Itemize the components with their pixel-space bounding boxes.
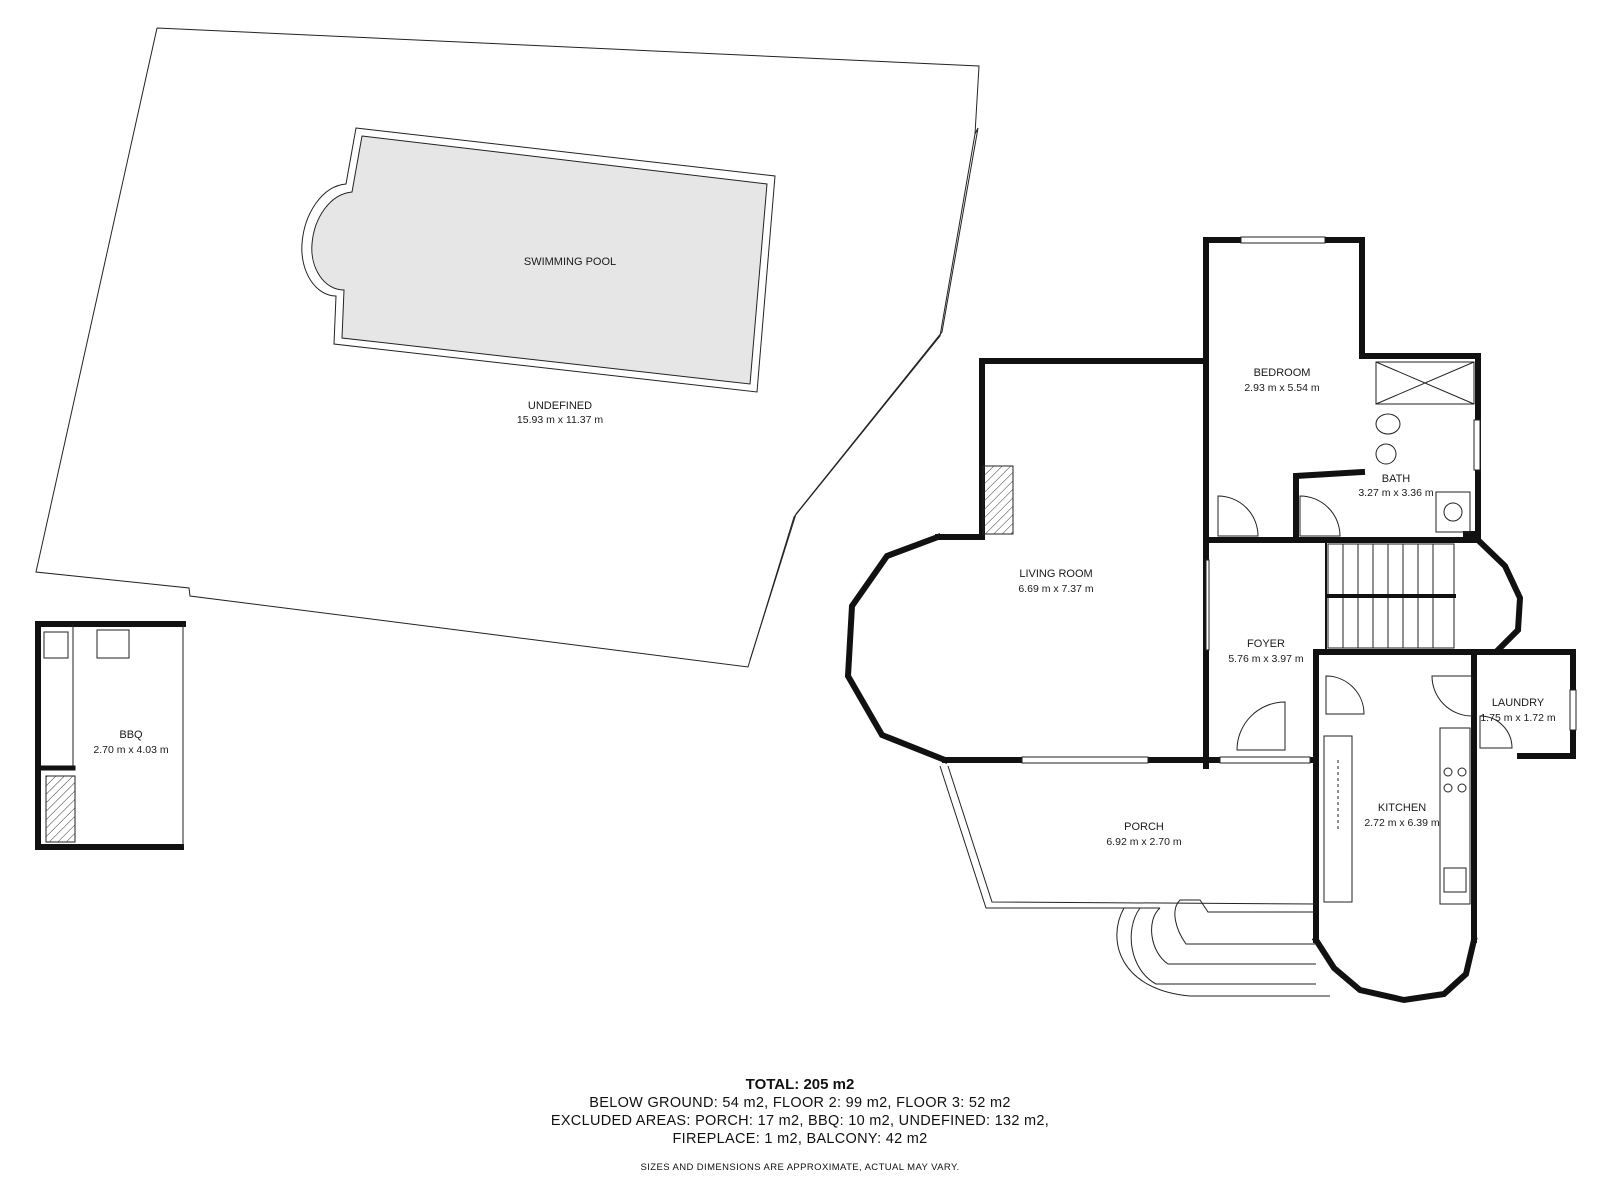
bath-fixtures [1375,361,1475,533]
sink-icon [1375,443,1397,465]
house-walls [844,237,1576,1004]
swimming-pool [301,127,776,393]
undefined-area [35,27,980,668]
dims-porch: 6.92 m x 2.70 m [1106,836,1182,848]
total-area: TOTAL: 205 m2 [745,1076,855,1093]
toilet-icon [1375,413,1401,435]
excluded-areas: EXCLUDED AREAS: PORCH: 17 m2, BBQ: 10 m2… [550,1113,1050,1129]
label-undefined: UNDEFINED [528,400,592,412]
dims-bedroom: 2.93 m x 5.54 m [1244,382,1320,394]
area-summary: TOTAL: 205 m2 BELOW GROUND: 54 m2, FLOOR… [0,1076,1600,1173]
windows [1021,236,1577,764]
porch [939,765,1330,997]
label-living-room: LIVING ROOM [1019,568,1092,580]
excluded-areas-cont: FIREPLACE: 1 m2, BALCONY: 42 m2 [672,1131,928,1147]
bbq-sink [43,631,69,659]
bbq-structure [35,621,186,850]
dims-bath: 3.27 m x 3.36 m [1358,487,1434,499]
dims-living-room: 6.69 m x 7.37 m [1018,583,1094,595]
label-porch: PORCH [1124,821,1164,833]
kitchen-fixtures [1323,727,1471,905]
floor-areas: BELOW GROUND: 54 m2, FLOOR 2: 99 m2, FLO… [589,1095,1011,1111]
doors [1217,495,1513,751]
fireplace [982,465,1014,535]
bbq-counter [96,629,130,659]
disclaimer: SIZES AND DIMENSIONS ARE APPROXIMATE, AC… [640,1162,960,1173]
bbq-grill-hatch [45,775,76,843]
label-bbq: BBQ [119,729,143,741]
stove-icon [1443,767,1453,777]
label-bedroom: BEDROOM [1254,367,1311,379]
dims-kitchen: 2.72 m x 6.39 m [1364,817,1440,829]
room-labels: SWIMMING POOL UNDEFINED 15.93 m x 11.37 … [93,256,1556,848]
stairs [1326,543,1456,649]
label-bath: BATH [1382,473,1411,485]
dims-bbq: 2.70 m x 4.03 m [93,744,169,756]
dims-foyer: 5.76 m x 3.97 m [1228,653,1304,665]
label-foyer: FOYER [1247,638,1285,650]
dims-laundry: 1.75 m x 1.72 m [1480,712,1556,724]
label-swimming-pool: SWIMMING POOL [524,256,616,268]
label-kitchen: KITCHEN [1378,802,1426,814]
label-laundry: LAUNDRY [1492,697,1545,709]
dims-undefined: 15.93 m x 11.37 m [517,414,603,426]
kitchen-sink-icon [1443,867,1467,893]
